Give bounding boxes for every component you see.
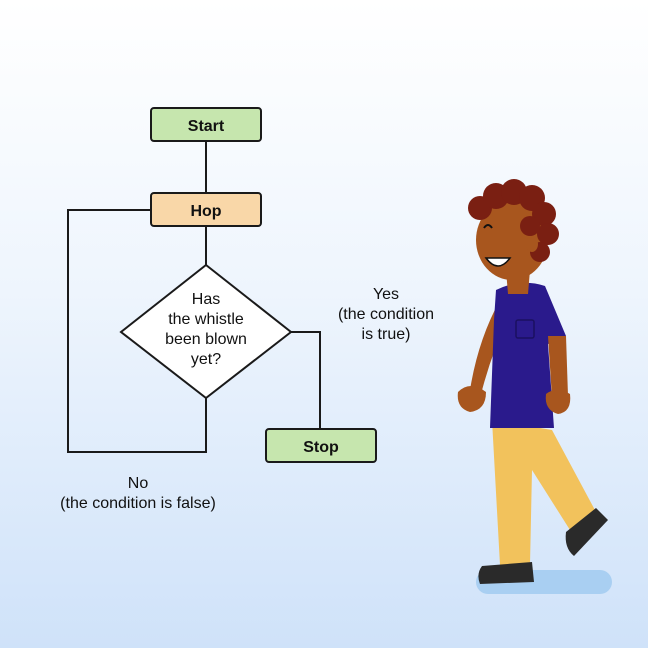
hop-node: Hop bbox=[150, 192, 262, 227]
shirt bbox=[490, 282, 566, 428]
front-shoe bbox=[478, 562, 534, 584]
decision-line-1: Has bbox=[192, 291, 220, 308]
yes-label-line-3: is true) bbox=[362, 326, 411, 343]
stop-label: Stop bbox=[303, 439, 339, 456]
front-arm bbox=[548, 336, 568, 398]
decision-diamond bbox=[119, 263, 293, 400]
connectors bbox=[67, 141, 321, 453]
yes-annotation: Yes (the condition is true) bbox=[338, 286, 434, 343]
hair bbox=[468, 179, 559, 262]
start-box bbox=[150, 107, 262, 142]
no-annotation: No (the condition is false) bbox=[60, 475, 216, 512]
front-hand bbox=[545, 390, 571, 414]
decision-line-4: yet? bbox=[191, 351, 221, 368]
yes-label-line-1: Yes bbox=[373, 286, 399, 303]
back-hand bbox=[457, 386, 486, 412]
decision-line-2: the whistle bbox=[168, 311, 244, 328]
hop-box bbox=[150, 192, 262, 227]
no-label-line-1: No bbox=[128, 475, 149, 492]
yes-label-line-2: (the condition bbox=[338, 306, 434, 323]
stop-node: Stop bbox=[265, 428, 377, 463]
hop-label: Hop bbox=[190, 203, 221, 220]
decision-node: Has the whistle been blown yet? bbox=[119, 263, 293, 400]
back-shoe bbox=[565, 508, 608, 556]
decision-line-3: been blown bbox=[165, 331, 247, 348]
start-label: Start bbox=[188, 118, 225, 135]
ear bbox=[526, 236, 538, 252]
connector-no-loop bbox=[67, 209, 207, 453]
stop-box bbox=[265, 428, 377, 463]
walking-person-illustration bbox=[457, 179, 612, 594]
no-label-line-2: (the condition is false) bbox=[60, 495, 216, 512]
smile-icon bbox=[484, 257, 512, 267]
pants bbox=[492, 420, 596, 565]
eye-icon bbox=[483, 224, 493, 229]
connector-yes-stop bbox=[291, 331, 321, 429]
start-node: Start bbox=[150, 107, 262, 142]
shirt-pocket bbox=[515, 319, 535, 339]
